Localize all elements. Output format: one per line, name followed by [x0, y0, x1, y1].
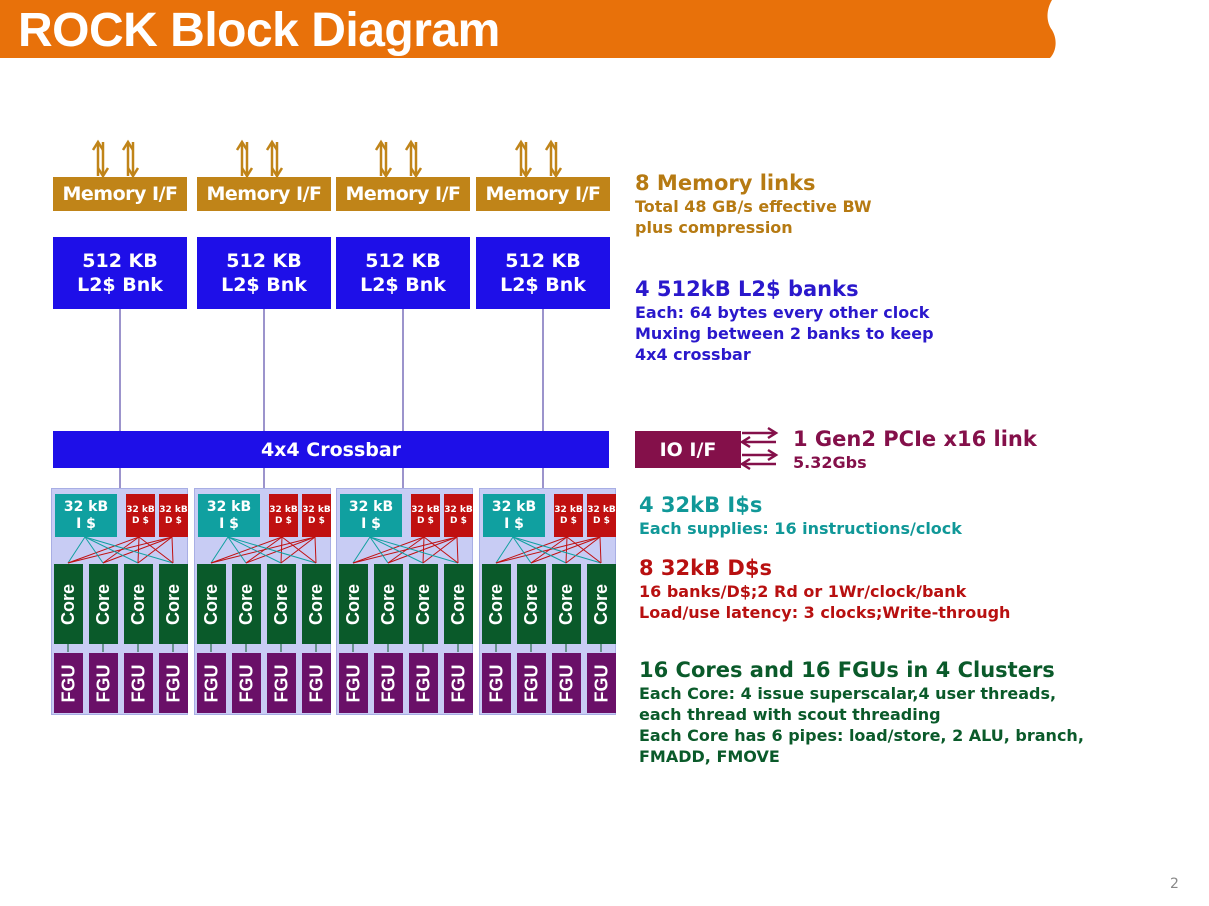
dcache-heading: 8 32kB D$s [639, 556, 772, 580]
icache: 32 kB I $ [55, 494, 117, 537]
fgu: FGU [54, 653, 83, 713]
l2-heading: 4 512kB L2$ banks [635, 277, 859, 301]
memory-description: 8 Memory links Total 48 GB/s effective B… [635, 171, 872, 237]
core: Core [89, 564, 118, 644]
arrow-head [126, 167, 140, 179]
dcache-b: 32 kB D $ [159, 494, 188, 537]
arrow-head [270, 167, 284, 179]
dcache-b: 32 kB D $ [302, 494, 331, 537]
fgu: FGU [124, 653, 153, 713]
arrow-head [739, 435, 751, 449]
arrow-head [767, 448, 779, 462]
core: Core [444, 564, 473, 644]
title-bar [0, 0, 1056, 58]
fgu: FGU [197, 653, 226, 713]
dcache-description: 8 32kB D$s 16 banks/D$;2 Rd or 1Wr/clock… [639, 556, 1011, 622]
fgu: FGU [517, 653, 546, 713]
core: Core [517, 564, 546, 644]
dcache-a: 32 kB D $ [126, 494, 155, 537]
icache: 32 kB I $ [198, 494, 260, 537]
arrow-head [519, 167, 533, 179]
arrow-head [514, 139, 528, 151]
arrow-head [409, 167, 423, 179]
arrow-head [235, 139, 249, 151]
arrow-head [404, 139, 418, 151]
arrow-head [91, 139, 105, 151]
core: Core [232, 564, 261, 644]
memory-if-1: Memory I/F [53, 177, 187, 211]
arrow-head [240, 167, 254, 179]
page-number: 2 [1170, 876, 1179, 892]
core: Core [124, 564, 153, 644]
icache-heading: 4 32kB I$s [639, 493, 763, 517]
fgu: FGU [552, 653, 581, 713]
memory-if-2: Memory I/F [197, 177, 331, 211]
core: Core [409, 564, 438, 644]
icache-description: 4 32kB I$s Each supplies: 16 instruction… [639, 493, 962, 538]
dcache-a: 32 kB D $ [411, 494, 440, 537]
arrow-head [379, 167, 393, 179]
cores-description: 16 Cores and 16 FGUs in 4 Clusters Each … [639, 658, 1084, 766]
fgu: FGU [374, 653, 403, 713]
arrow-head [549, 167, 563, 179]
fgu: FGU [339, 653, 368, 713]
core: Core [159, 564, 188, 644]
fgu: FGU [89, 653, 118, 713]
io-description: 1 Gen2 PCIe x16 link 5.32Gbs [793, 427, 1037, 472]
l2-bank-3: 512 KB L2$ Bnk [336, 237, 470, 309]
cluster-2: 32 kB I $ 32 kB D $ 32 kB D $ Core Core … [194, 488, 331, 715]
fgu: FGU [482, 653, 511, 713]
crossbar: 4x4 Crossbar [53, 431, 609, 468]
l2-bank-4: 512 KB L2$ Bnk [476, 237, 610, 309]
arrow-head [265, 139, 279, 151]
cluster-1: 32 kB I $ 32 kB D $ 32 kB D $ Core Core … [51, 488, 188, 715]
fgu: FGU [444, 653, 473, 713]
fgu: FGU [409, 653, 438, 713]
arrow-head [544, 139, 558, 151]
arrow-head [121, 139, 135, 151]
cores-heading: 16 Cores and 16 FGUs in 4 Clusters [639, 658, 1055, 682]
arrow-head [374, 139, 388, 151]
dcache-a: 32 kB D $ [269, 494, 298, 537]
memory-if-4: Memory I/F [476, 177, 610, 211]
core: Core [587, 564, 616, 644]
cluster-4: 32 kB I $ 32 kB D $ 32 kB D $ Core Core … [479, 488, 616, 715]
core: Core [374, 564, 403, 644]
core: Core [267, 564, 296, 644]
fgu: FGU [232, 653, 261, 713]
fgu: FGU [587, 653, 616, 713]
fgu: FGU [302, 653, 331, 713]
core: Core [552, 564, 581, 644]
l2-description: 4 512kB L2$ banks Each: 64 bytes every o… [635, 277, 934, 364]
dcache-a: 32 kB D $ [554, 494, 583, 537]
fgu: FGU [267, 653, 296, 713]
arrow-head [767, 426, 779, 440]
io-heading: 1 Gen2 PCIe x16 link [793, 427, 1037, 451]
memory-heading: 8 Memory links [635, 171, 816, 195]
core: Core [339, 564, 368, 644]
icache: 32 kB I $ [483, 494, 545, 537]
l2-bank-2: 512 KB L2$ Bnk [197, 237, 331, 309]
core: Core [54, 564, 83, 644]
page-title: ROCK Block Diagram [18, 4, 500, 57]
arrow-head [739, 457, 751, 471]
arrow-head [96, 167, 110, 179]
core: Core [197, 564, 226, 644]
dcache-b: 32 kB D $ [587, 494, 616, 537]
dcache-b: 32 kB D $ [444, 494, 473, 537]
cluster-3: 32 kB I $ 32 kB D $ 32 kB D $ Core Core … [336, 488, 473, 715]
core: Core [482, 564, 511, 644]
fgu: FGU [159, 653, 188, 713]
icache: 32 kB I $ [340, 494, 402, 537]
core: Core [302, 564, 331, 644]
memory-if-3: Memory I/F [336, 177, 470, 211]
io-interface: IO I/F [635, 431, 741, 468]
l2-bank-1: 512 KB L2$ Bnk [53, 237, 187, 309]
